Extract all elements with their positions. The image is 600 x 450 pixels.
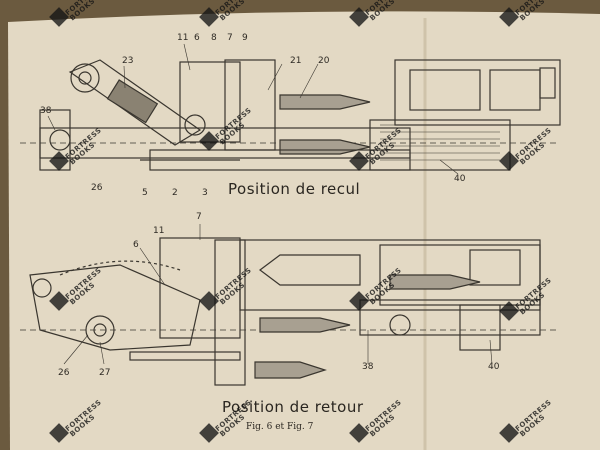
label-26-bottom: 26: [58, 368, 70, 378]
label-26: 26: [91, 183, 103, 193]
label-27-bottom: 27: [99, 368, 111, 378]
stock-pivot: [29, 264, 201, 351]
lever-arm: [68, 59, 202, 146]
figure-6-mechanism: [20, 59, 561, 171]
cartridge-bottom-2: [254, 361, 327, 379]
paper-page: [8, 11, 600, 450]
bolt-carrier-top: [369, 119, 511, 171]
label-11-bottom: 11: [153, 226, 165, 236]
leader-lines: [47, 43, 493, 365]
caption-position-de-recul: Position de recul: [228, 180, 361, 198]
label-11: 11: [177, 33, 189, 43]
label-2: 2: [172, 188, 178, 198]
label-20: 20: [318, 56, 330, 66]
cartridge-bottom-3: [389, 274, 481, 290]
caption-position-de-retour: Position de retour: [222, 398, 364, 416]
label-38-bottom: 38: [362, 362, 374, 372]
label-6: 6: [194, 33, 200, 43]
label-7-bottom: 7: [196, 212, 202, 222]
label-3: 3: [202, 188, 208, 198]
label-8: 8: [211, 33, 217, 43]
label-5: 5: [142, 188, 148, 198]
figure-7-mechanism: [20, 237, 560, 386]
label-40: 40: [454, 174, 466, 184]
label-40-bottom: 40: [488, 362, 500, 372]
bolt-bottom: [459, 304, 501, 351]
label-9: 9: [242, 33, 248, 43]
label-21: 21: [290, 56, 302, 66]
cartridge-bottom-1: [259, 317, 351, 333]
label-38: 38: [40, 106, 52, 116]
cartridge-top-1: [279, 94, 371, 110]
label-23: 23: [122, 56, 134, 66]
label-6-bottom: 6: [133, 240, 139, 250]
label-7: 7: [227, 33, 233, 43]
figure-caption: Fig. 6 et Fig. 7: [246, 422, 314, 432]
